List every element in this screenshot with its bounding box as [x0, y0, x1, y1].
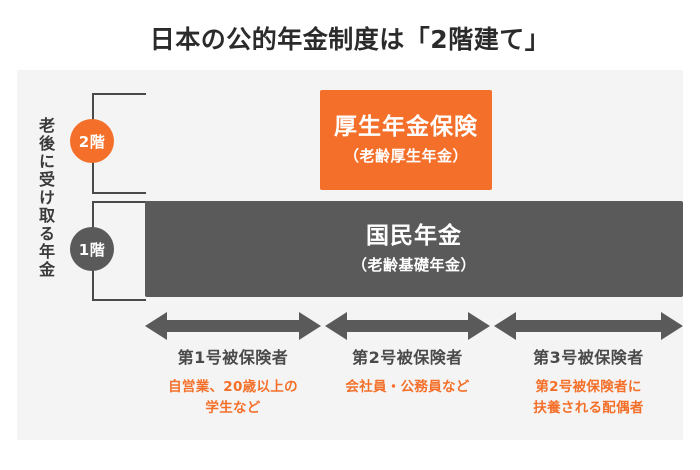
category-3-title: 第3号被保険者 [533, 348, 644, 367]
box-national-pension: 国民年金 （老齢基礎年金） [145, 201, 683, 297]
category-2-description: 会社員・公務員など [345, 378, 470, 395]
box-employees-pension: 厚生年金保険 （老齢厚生年金） [320, 90, 492, 190]
arrow-row [145, 311, 683, 341]
category-1-description: 自営業、20歳以上の学生など [168, 378, 298, 416]
double-arrow-icon-category-1 [145, 311, 321, 341]
box-national-pension-subtitle: （老齢基礎年金） [351, 255, 476, 274]
category-2: 第2号被保険者 会社員・公務員など [325, 348, 490, 398]
badge-tier-2: 2階 [70, 119, 114, 163]
category-3-description: 第2号被保険者に扶養される配偶者 [533, 378, 644, 416]
badge-tier-1: 1階 [70, 227, 114, 271]
page-title: 日本の公的年金制度は「2階建て」 [149, 25, 551, 54]
box-employees-pension-title: 厚生年金保険 [334, 114, 478, 141]
double-arrow-icon-category-2 [325, 311, 490, 341]
category-2-title: 第2号被保険者 [352, 348, 463, 367]
double-arrow-icon-category-3 [494, 311, 683, 341]
box-employees-pension-subtitle: （老齢厚生年金） [343, 146, 468, 165]
side-label-pension-after-retirement: 老後に受け取る年金 [36, 116, 55, 279]
category-1: 第1号被保険者 自営業、20歳以上の学生など [145, 348, 321, 419]
category-3: 第3号被保険者 第2号被保険者に扶養される配偶者 [494, 348, 683, 419]
category-1-title: 第1号被保険者 [177, 348, 289, 367]
box-national-pension-title: 国民年金 [366, 223, 462, 250]
